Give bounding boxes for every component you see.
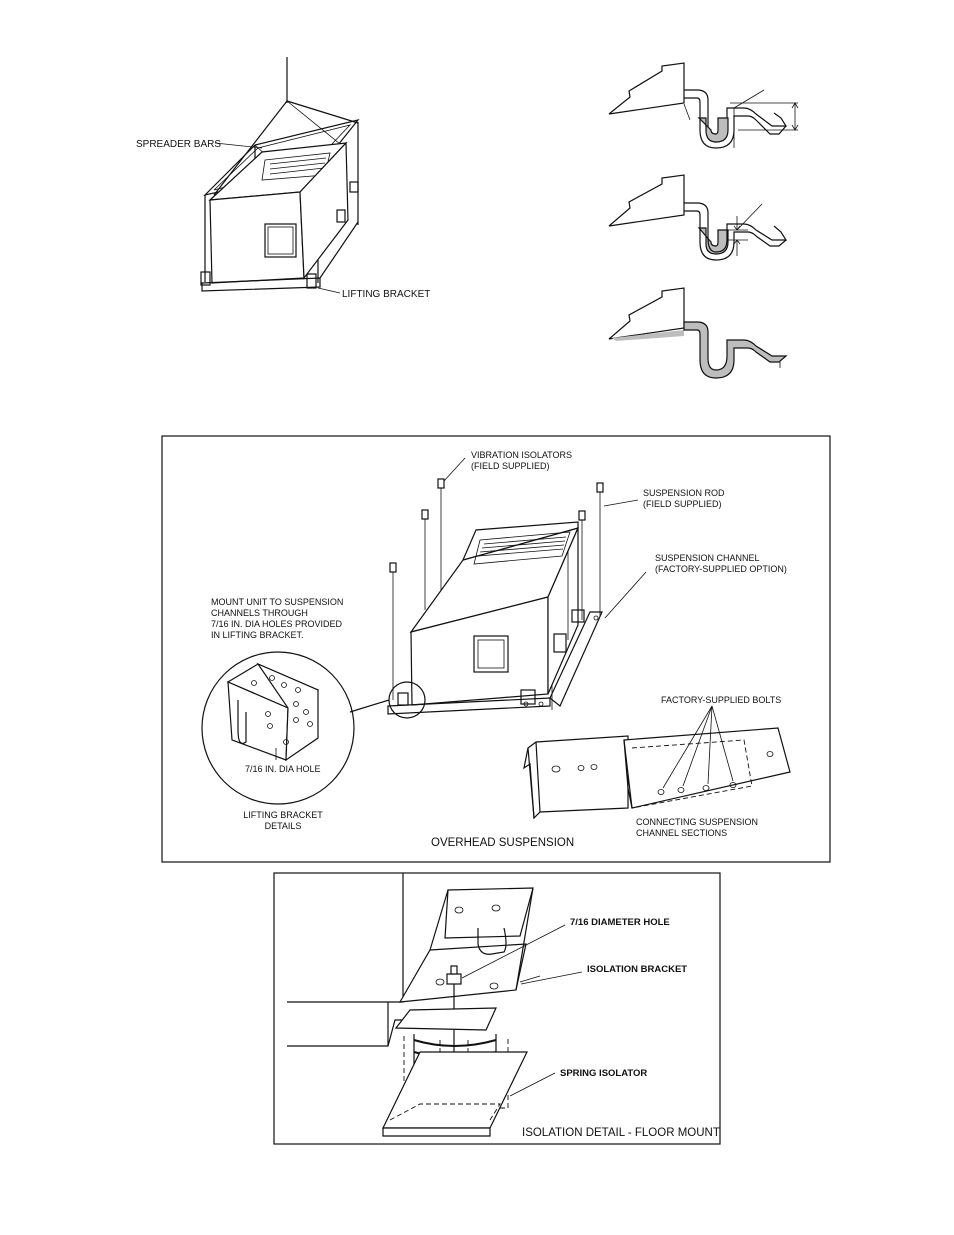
overhead-suspension-title: OVERHEAD SUSPENSION [431,837,574,849]
lifting-bracket-detail [201,651,355,805]
lifting-diagram: SPREADER BARS LIFTING BRACKET [136,57,430,300]
isolation-bracket-label: ISOLATION BRACKET [587,964,687,975]
spreader-bars-label: SPREADER BARS [136,139,221,150]
mount-note-line-2: CHANNELS THROUGH [211,608,308,618]
bracket-details-line-1: LIFTING BRACKET [243,810,323,820]
suspension-channel-sub: (FACTORY-SUPPLIED OPTION) [655,564,787,574]
channel-sections [523,705,791,820]
vibration-isolators-sub: (FIELD SUPPLIED) [471,461,550,471]
trap-diagram-2 [608,174,788,261]
factory-bolts-label: FACTORY-SUPPLIED BOLTS [661,695,781,705]
mount-note-line-4: IN LIFTING BRACKET. [211,630,304,640]
diameter-hole-label: 7/16 DIAMETER HOLE [570,917,670,928]
lifting-bracket-label: LIFTING BRACKET [342,289,430,300]
suspension-rod-label: SUSPENSION ROD [643,488,725,498]
mount-note-line-1: MOUNT UNIT TO SUSPENSION [211,597,343,607]
isolation-detail-panel: 7/16 DIAMETER HOLE ISOLATION BRACKET SPR… [273,872,721,1145]
suspended-unit [387,521,603,715]
vibration-isolators-label: VIBRATION ISOLATORS [471,450,572,460]
connecting-line-1: CONNECTING SUSPENSION [636,817,758,827]
spring-isolator-label: SPRING ISOLATOR [560,1068,647,1079]
bracket-hole-label: 7/16 IN. DIA HOLE [245,764,321,774]
connecting-line-2: CHANNEL SECTIONS [636,828,727,838]
isolation-detail-title: ISOLATION DETAIL - FLOOR MOUNT [522,1127,720,1139]
trap-diagram-1 [608,62,799,149]
suspension-rod-sub: (FIELD SUPPLIED) [643,499,722,509]
suspension-channel-label: SUSPENSION CHANNEL [655,553,760,563]
overhead-suspension-panel: VIBRATION ISOLATORS (FIELD SUPPLIED) SUS… [161,435,831,863]
trap-diagram-3 [608,287,788,379]
bracket-details-line-2: DETAILS [265,821,302,831]
mount-note-line-3: 7/16 IN. DIA HOLES PROVIDED [211,619,343,629]
